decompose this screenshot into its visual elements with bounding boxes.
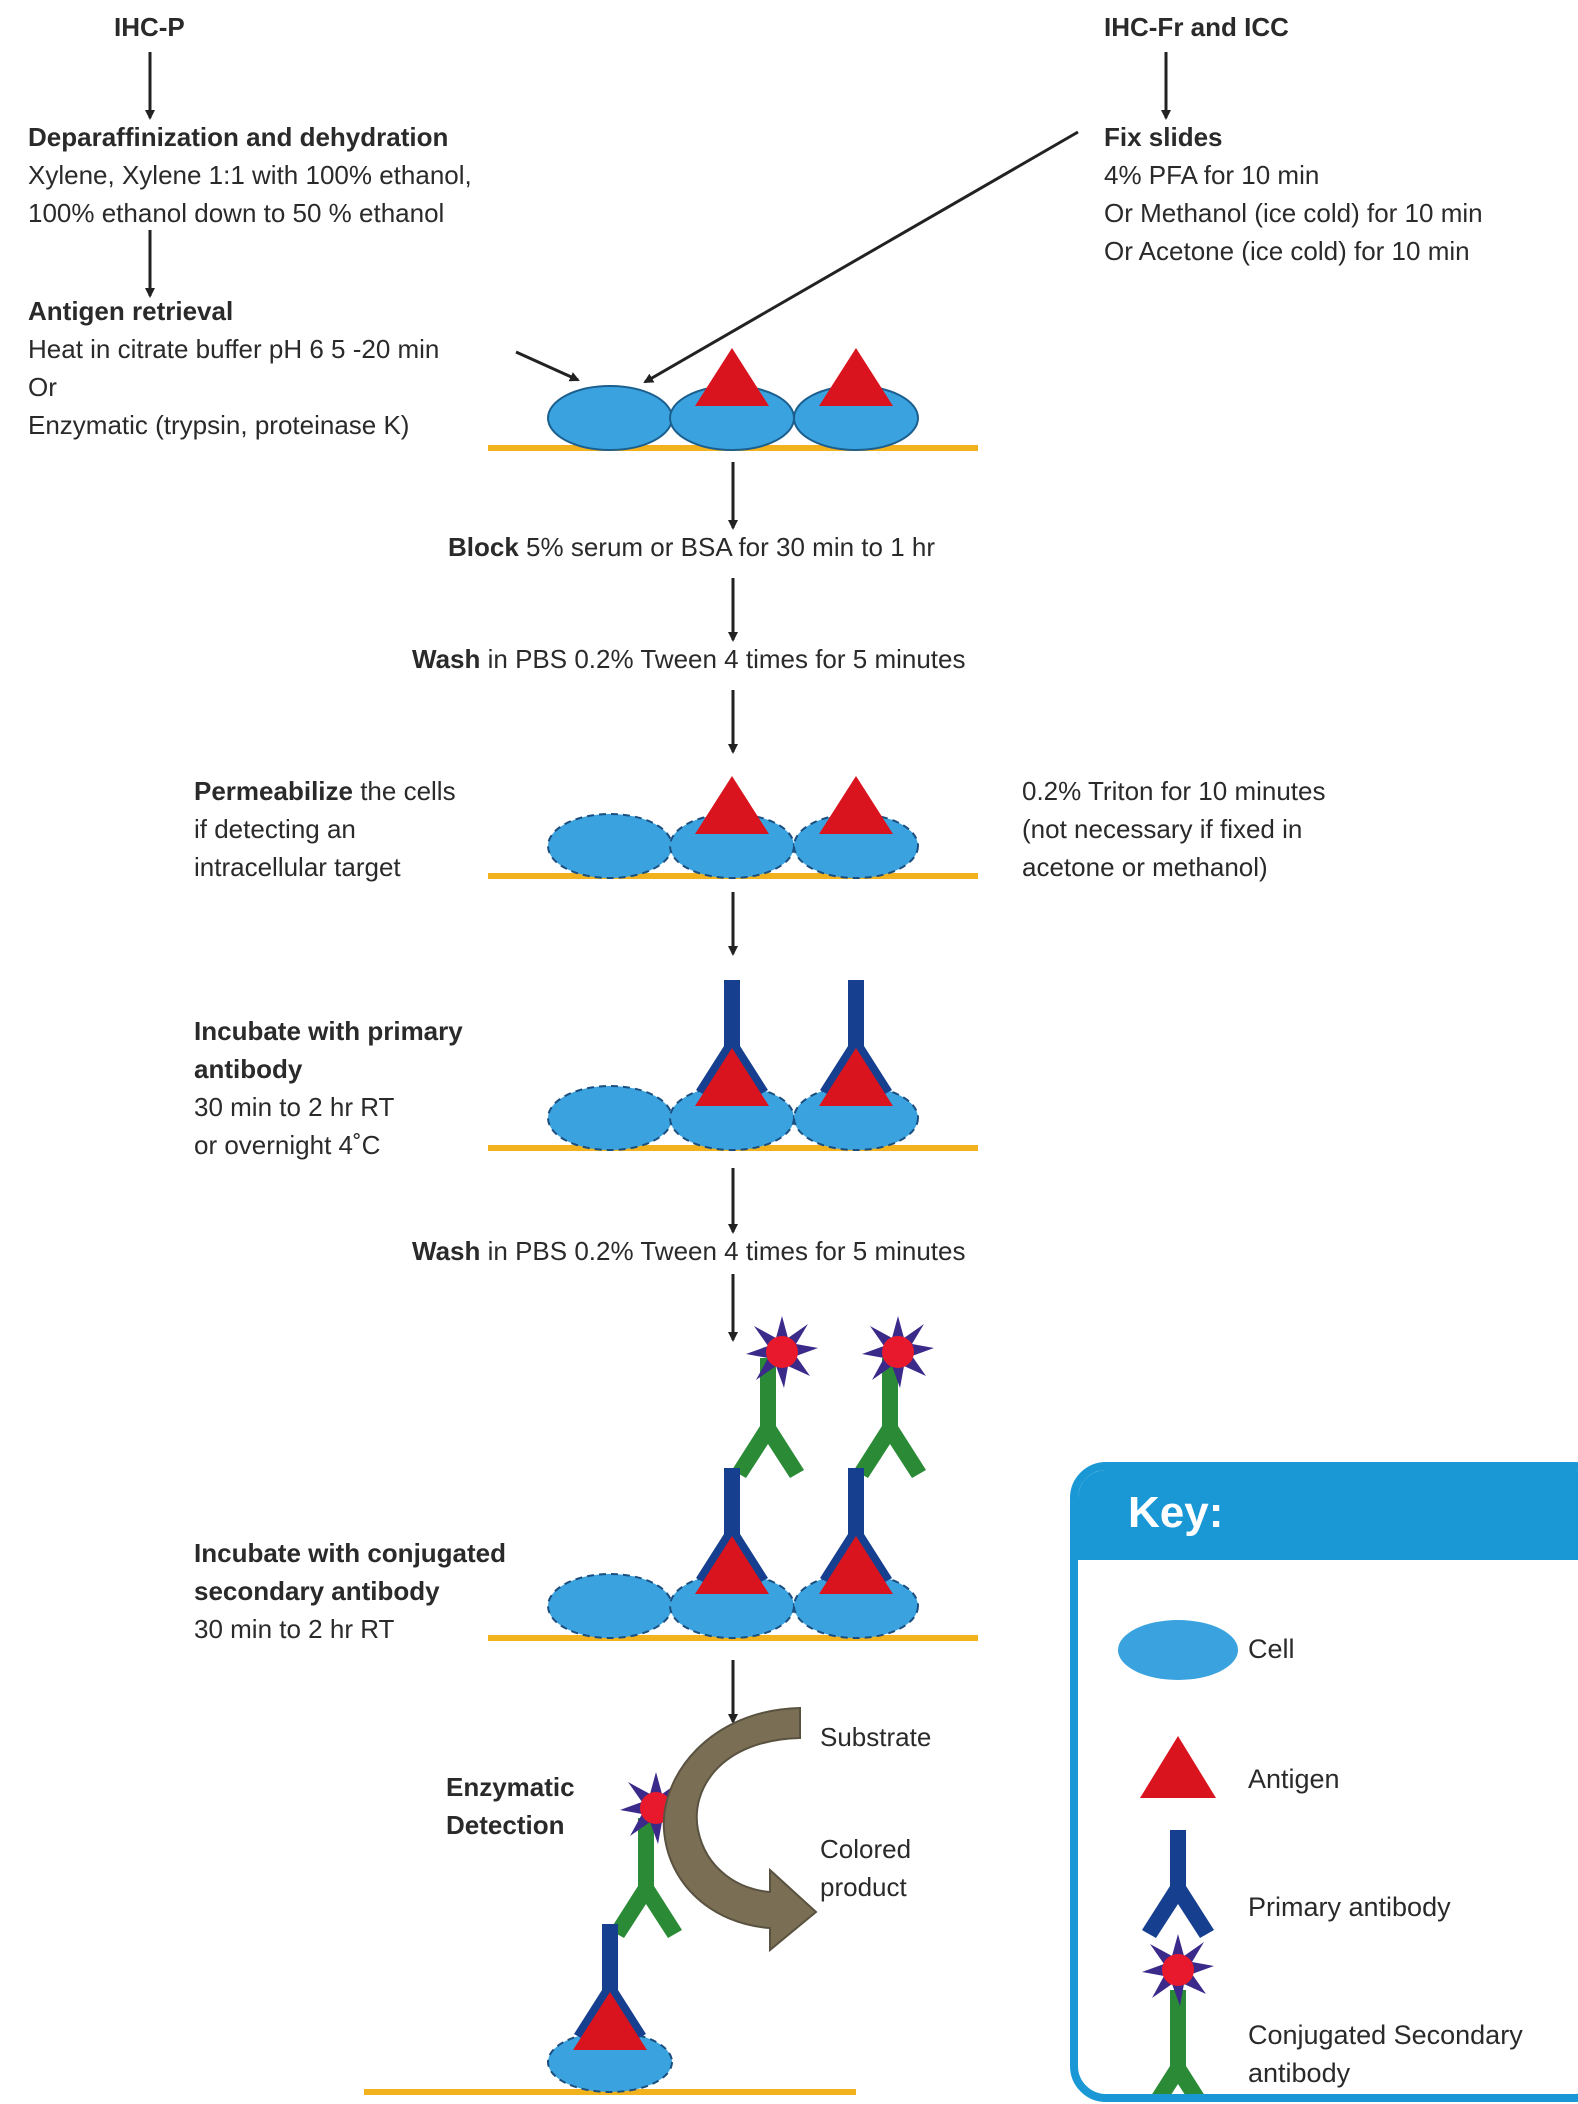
key-primary-label: Primary antibody — [1248, 1892, 1451, 1922]
substrate-label: Substrate — [820, 1722, 932, 1752]
key-cell-label: Cell — [1248, 1634, 1295, 1664]
deparaffinization-title: Deparaffinization and dehydration — [28, 122, 449, 152]
primary-line1: 30 min to 2 hr RT — [194, 1092, 395, 1122]
wash-step-2: Wash in PBS 0.2% Tween 4 times for 5 min… — [412, 1232, 965, 1270]
wash-step-1-rest: in PBS 0.2% Tween 4 times for 5 minutes — [480, 644, 966, 674]
arrow-fix-to-cell — [643, 130, 1079, 384]
block-step-bold: Block — [448, 532, 519, 562]
detection-title-line1: Enzymatic — [446, 1772, 575, 1802]
block-step-rest: 5% serum or BSA for 30 min to 1 hr — [518, 532, 935, 562]
stage2-cells — [488, 776, 978, 879]
primary-line2: or overnight 4˚C — [194, 1130, 381, 1160]
key-cell-icon — [1118, 1620, 1238, 1680]
antigen-retrieval-line2: Or — [28, 372, 57, 402]
key-primary-antibody-icon — [1142, 1830, 1214, 1938]
wash-step-2-rest: in PBS 0.2% Tween 4 times for 5 minutes — [480, 1236, 966, 1266]
ihcfr-icc-label: IHC-Fr and ICC — [1104, 12, 1289, 42]
primary-title-line1: Incubate with primary — [194, 1016, 463, 1046]
triton-line3: acetone or methanol) — [1022, 852, 1268, 882]
deparaffinization-line2: 100% ethanol down to 50 % ethanol — [28, 198, 445, 228]
permeabilize-rest: the cells — [352, 776, 456, 806]
antigen-retrieval-line1: Heat in citrate buffer pH 6 5 -20 min — [28, 334, 440, 364]
detection-stage — [364, 1772, 856, 2095]
detection-title-line2: Detection — [446, 1810, 565, 1840]
block-step: Block 5% serum or BSA for 30 min to 1 hr — [448, 528, 935, 566]
key-icons — [1118, 1620, 1238, 2094]
key-secondary-antibody-icon — [1142, 1934, 1214, 2094]
permeabilize-bold: Permeabilize — [194, 776, 353, 806]
antigen-retrieval-line3: Enzymatic (trypsin, proteinase K) — [28, 410, 410, 440]
permeabilize-line3: intracellular target — [194, 852, 401, 882]
triton-line1: 0.2% Triton for 10 minutes — [1022, 776, 1326, 806]
substrate-arrow — [662, 1706, 818, 1953]
key-box: Key: Cell Antigen Primary antibody Conju… — [1070, 1462, 1578, 2102]
key-secondary-label-line2: antibody — [1248, 2058, 1351, 2088]
arrow-heat-to-cell — [515, 350, 580, 382]
fix-slides-line1: 4% PFA for 10 min — [1104, 160, 1320, 190]
secondary-title-line1: Incubate with conjugated — [194, 1538, 507, 1568]
stage3-cells — [488, 980, 978, 1151]
ihcp-label: IHC-P — [114, 12, 185, 42]
secondary-line1: 30 min to 2 hr RT — [194, 1614, 395, 1644]
triton-line2: (not necessary if fixed in — [1022, 814, 1303, 844]
permeabilize-line2: if detecting an — [194, 814, 356, 844]
secondary-title-line2: secondary antibody — [194, 1576, 440, 1606]
key-antigen-label: Antigen — [1248, 1764, 1340, 1794]
wash-step-1-bold: Wash — [412, 644, 481, 674]
permeabilize-line1: Permeabilize the cells — [194, 772, 456, 810]
wash-step-1: Wash in PBS 0.2% Tween 4 times for 5 min… — [412, 640, 965, 678]
fix-slides-title: Fix slides — [1104, 122, 1223, 152]
colored-product-line1: Colored — [820, 1834, 912, 1864]
fix-slides-line3: Or Acetone (ice cold) for 10 min — [1104, 236, 1470, 266]
antigen-retrieval-title: Antigen retrieval — [28, 296, 234, 326]
key-title: Key: — [1078, 1470, 1578, 1560]
stage1-cells — [488, 348, 978, 451]
deparaffinization-line1: Xylene, Xylene 1:1 with 100% ethanol, — [28, 160, 472, 190]
fix-slides-line2: Or Methanol (ice cold) for 10 min — [1104, 198, 1483, 228]
wash-step-2-bold: Wash — [412, 1236, 481, 1266]
key-secondary-label-line1: Conjugated Secondary — [1248, 2020, 1523, 2050]
colored-product-line2: product — [820, 1872, 907, 1902]
key-antigen-icon — [1140, 1736, 1216, 1798]
primary-title-line2: antibody — [194, 1054, 303, 1084]
stage4-cells — [488, 1316, 978, 1641]
